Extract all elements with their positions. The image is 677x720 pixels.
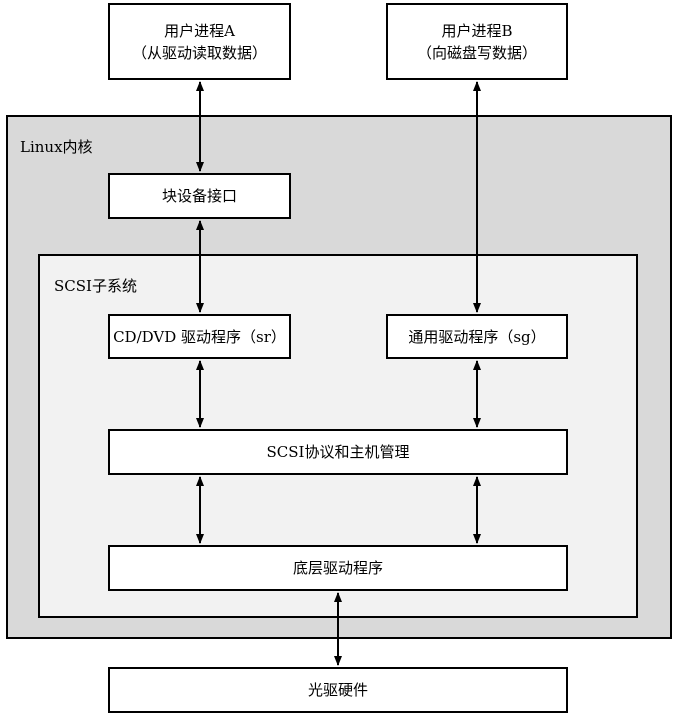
user-process-b-box: 用户进程B （向磁盘写数据） (386, 3, 568, 80)
block-device-interface-box: 块设备接口 (108, 173, 291, 219)
user-process-a-subtitle: （从驱动读取数据） (131, 43, 267, 62)
user-process-b-title: 用户进程B (441, 21, 513, 40)
optical-hardware-label: 光驱硬件 (307, 681, 368, 699)
user-process-a-box: 用户进程A （从驱动读取数据） (108, 3, 291, 80)
sg-driver-label: 通用驱动程序（sg） (408, 327, 546, 346)
low-level-driver-label: 底层驱动程序 (292, 559, 383, 577)
scsi-protocol-label: SCSI协议和主机管理 (266, 443, 410, 461)
user-process-b-subtitle: （向磁盘写数据） (416, 43, 537, 62)
sg-driver-box: 通用驱动程序（sg） (386, 314, 568, 359)
sr-driver-label: CD/DVD 驱动程序（sr） (113, 327, 286, 346)
low-level-driver-box: 底层驱动程序 (108, 545, 568, 591)
scsi-protocol-box: SCSI协议和主机管理 (108, 429, 568, 475)
linux-kernel-label: Linux内核 (20, 138, 93, 156)
scsi-subsystem-label: SCSI子系统 (54, 277, 137, 295)
optical-hardware-box: 光驱硬件 (108, 667, 568, 713)
block-device-interface-label: 块设备接口 (161, 187, 237, 205)
sr-driver-box: CD/DVD 驱动程序（sr） (108, 314, 291, 359)
user-process-a-title: 用户进程A (164, 21, 235, 40)
